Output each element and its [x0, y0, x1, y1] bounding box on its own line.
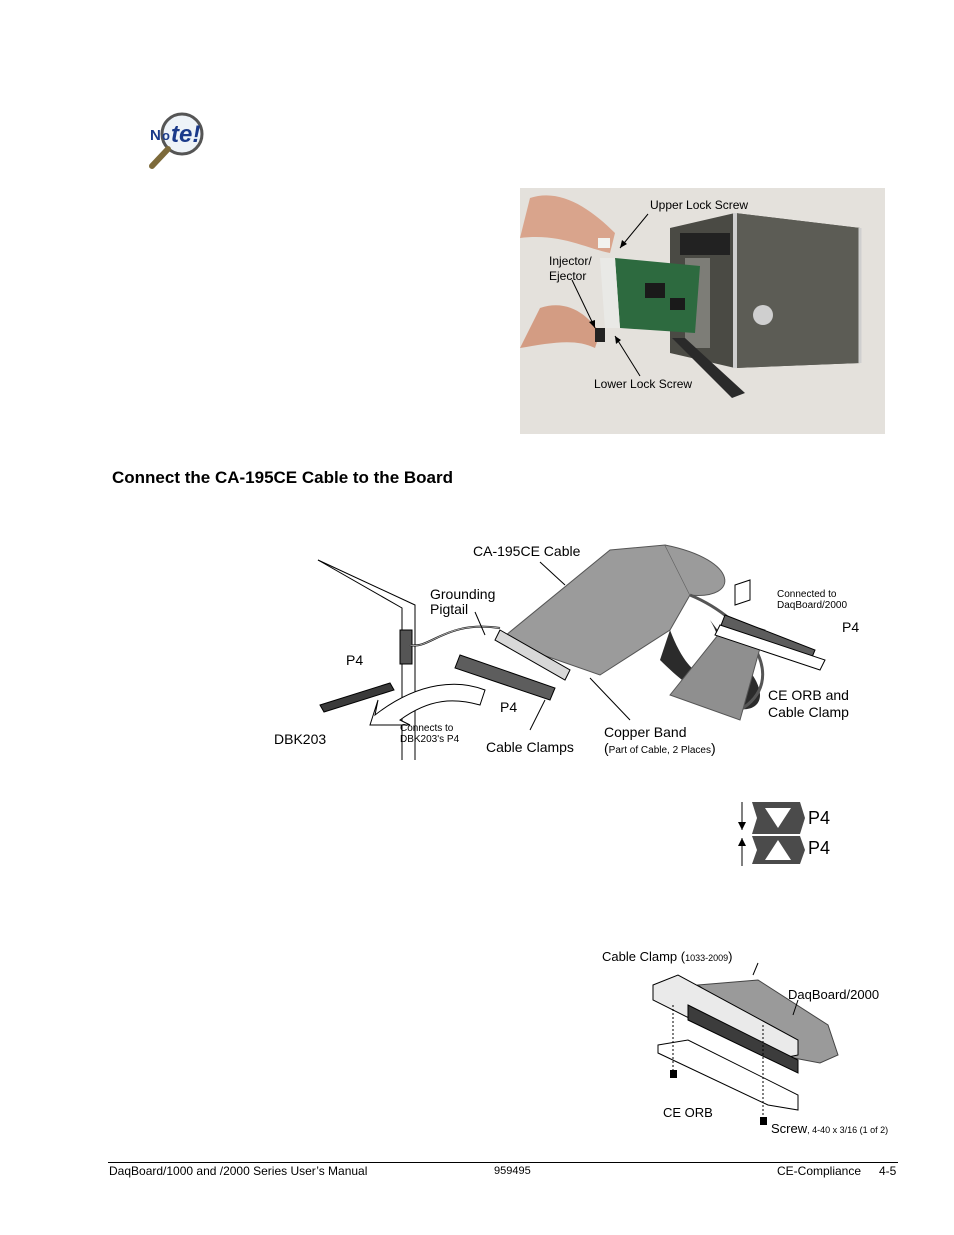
cable-clamps-label: Cable Clamps	[486, 739, 574, 755]
copper-band-label: Copper Band	[604, 724, 687, 740]
connects-label-line2: DBK203's P4	[400, 734, 460, 745]
footer-part-number: 959495	[494, 1165, 531, 1177]
ce-orb-label: CE ORB	[663, 1105, 713, 1120]
cable-label: CA-195CE Cable	[473, 543, 581, 559]
injector-label-line2: Ejector	[549, 269, 587, 283]
connects-label-line1: Connects to	[400, 723, 454, 734]
p4-left-label: P4	[346, 652, 364, 668]
connected-label-line2: DaqBoard/2000	[777, 600, 848, 611]
screw-label: Screw, 4-40 x 3/16 (1 of 2)	[771, 1121, 889, 1136]
p4-orientation-graphic: P4 P4	[735, 800, 845, 870]
connected-label-line1: Connected to	[777, 589, 837, 600]
daqboard-label: DaqBoard/2000	[788, 987, 880, 1002]
p4-right-label: P4	[842, 619, 860, 635]
board-insertion-photo: Upper Lock Screw Injector/ Ejector Lower…	[520, 188, 885, 434]
section-heading: Connect the CA-195CE Cable to the Board	[112, 468, 453, 487]
dbk203-label: DBK203	[274, 731, 327, 747]
p4-middle-label: P4	[500, 699, 518, 715]
ce-orb-label-line1: CE ORB and	[768, 687, 849, 703]
lower-lock-screw-label: Lower Lock Screw	[594, 377, 693, 391]
cable-clamp-label: Cable Clamp (1033-2009)	[602, 949, 733, 964]
footer-manual-title: DaqBoard/1000 and /2000 Series User’s Ma…	[109, 1164, 368, 1178]
svg-text:N: N	[150, 127, 161, 144]
footer-section: CE-Compliance	[777, 1164, 862, 1178]
copper-band-note: (Part of Cable, 2 Places)	[604, 740, 716, 757]
upper-lock-screw-label: Upper Lock Screw	[650, 198, 749, 212]
ce-orb-label-line2: Cable Clamp	[768, 704, 849, 720]
footer-page-number: 4-5	[879, 1164, 897, 1178]
grounding-label-line1: Grounding	[430, 586, 496, 602]
cable-connection-diagram: CA-195CE Cable Grounding Pigtail Connect…	[270, 540, 870, 765]
svg-text:o: o	[162, 128, 170, 143]
orientation-bottom-label: P4	[808, 838, 831, 858]
orientation-top-label: P4	[808, 808, 831, 828]
footer-rule	[108, 1162, 898, 1163]
svg-text:te!: te!	[171, 121, 200, 148]
grounding-label-line2: Pigtail	[430, 601, 469, 617]
injector-label-line1: Injector/	[549, 254, 592, 268]
note-magnifier-icon: N o te!	[140, 112, 212, 172]
cable-clamp-diagram: Cable Clamp (1033-2009) DaqBoard/2000 CE…	[598, 945, 898, 1136]
